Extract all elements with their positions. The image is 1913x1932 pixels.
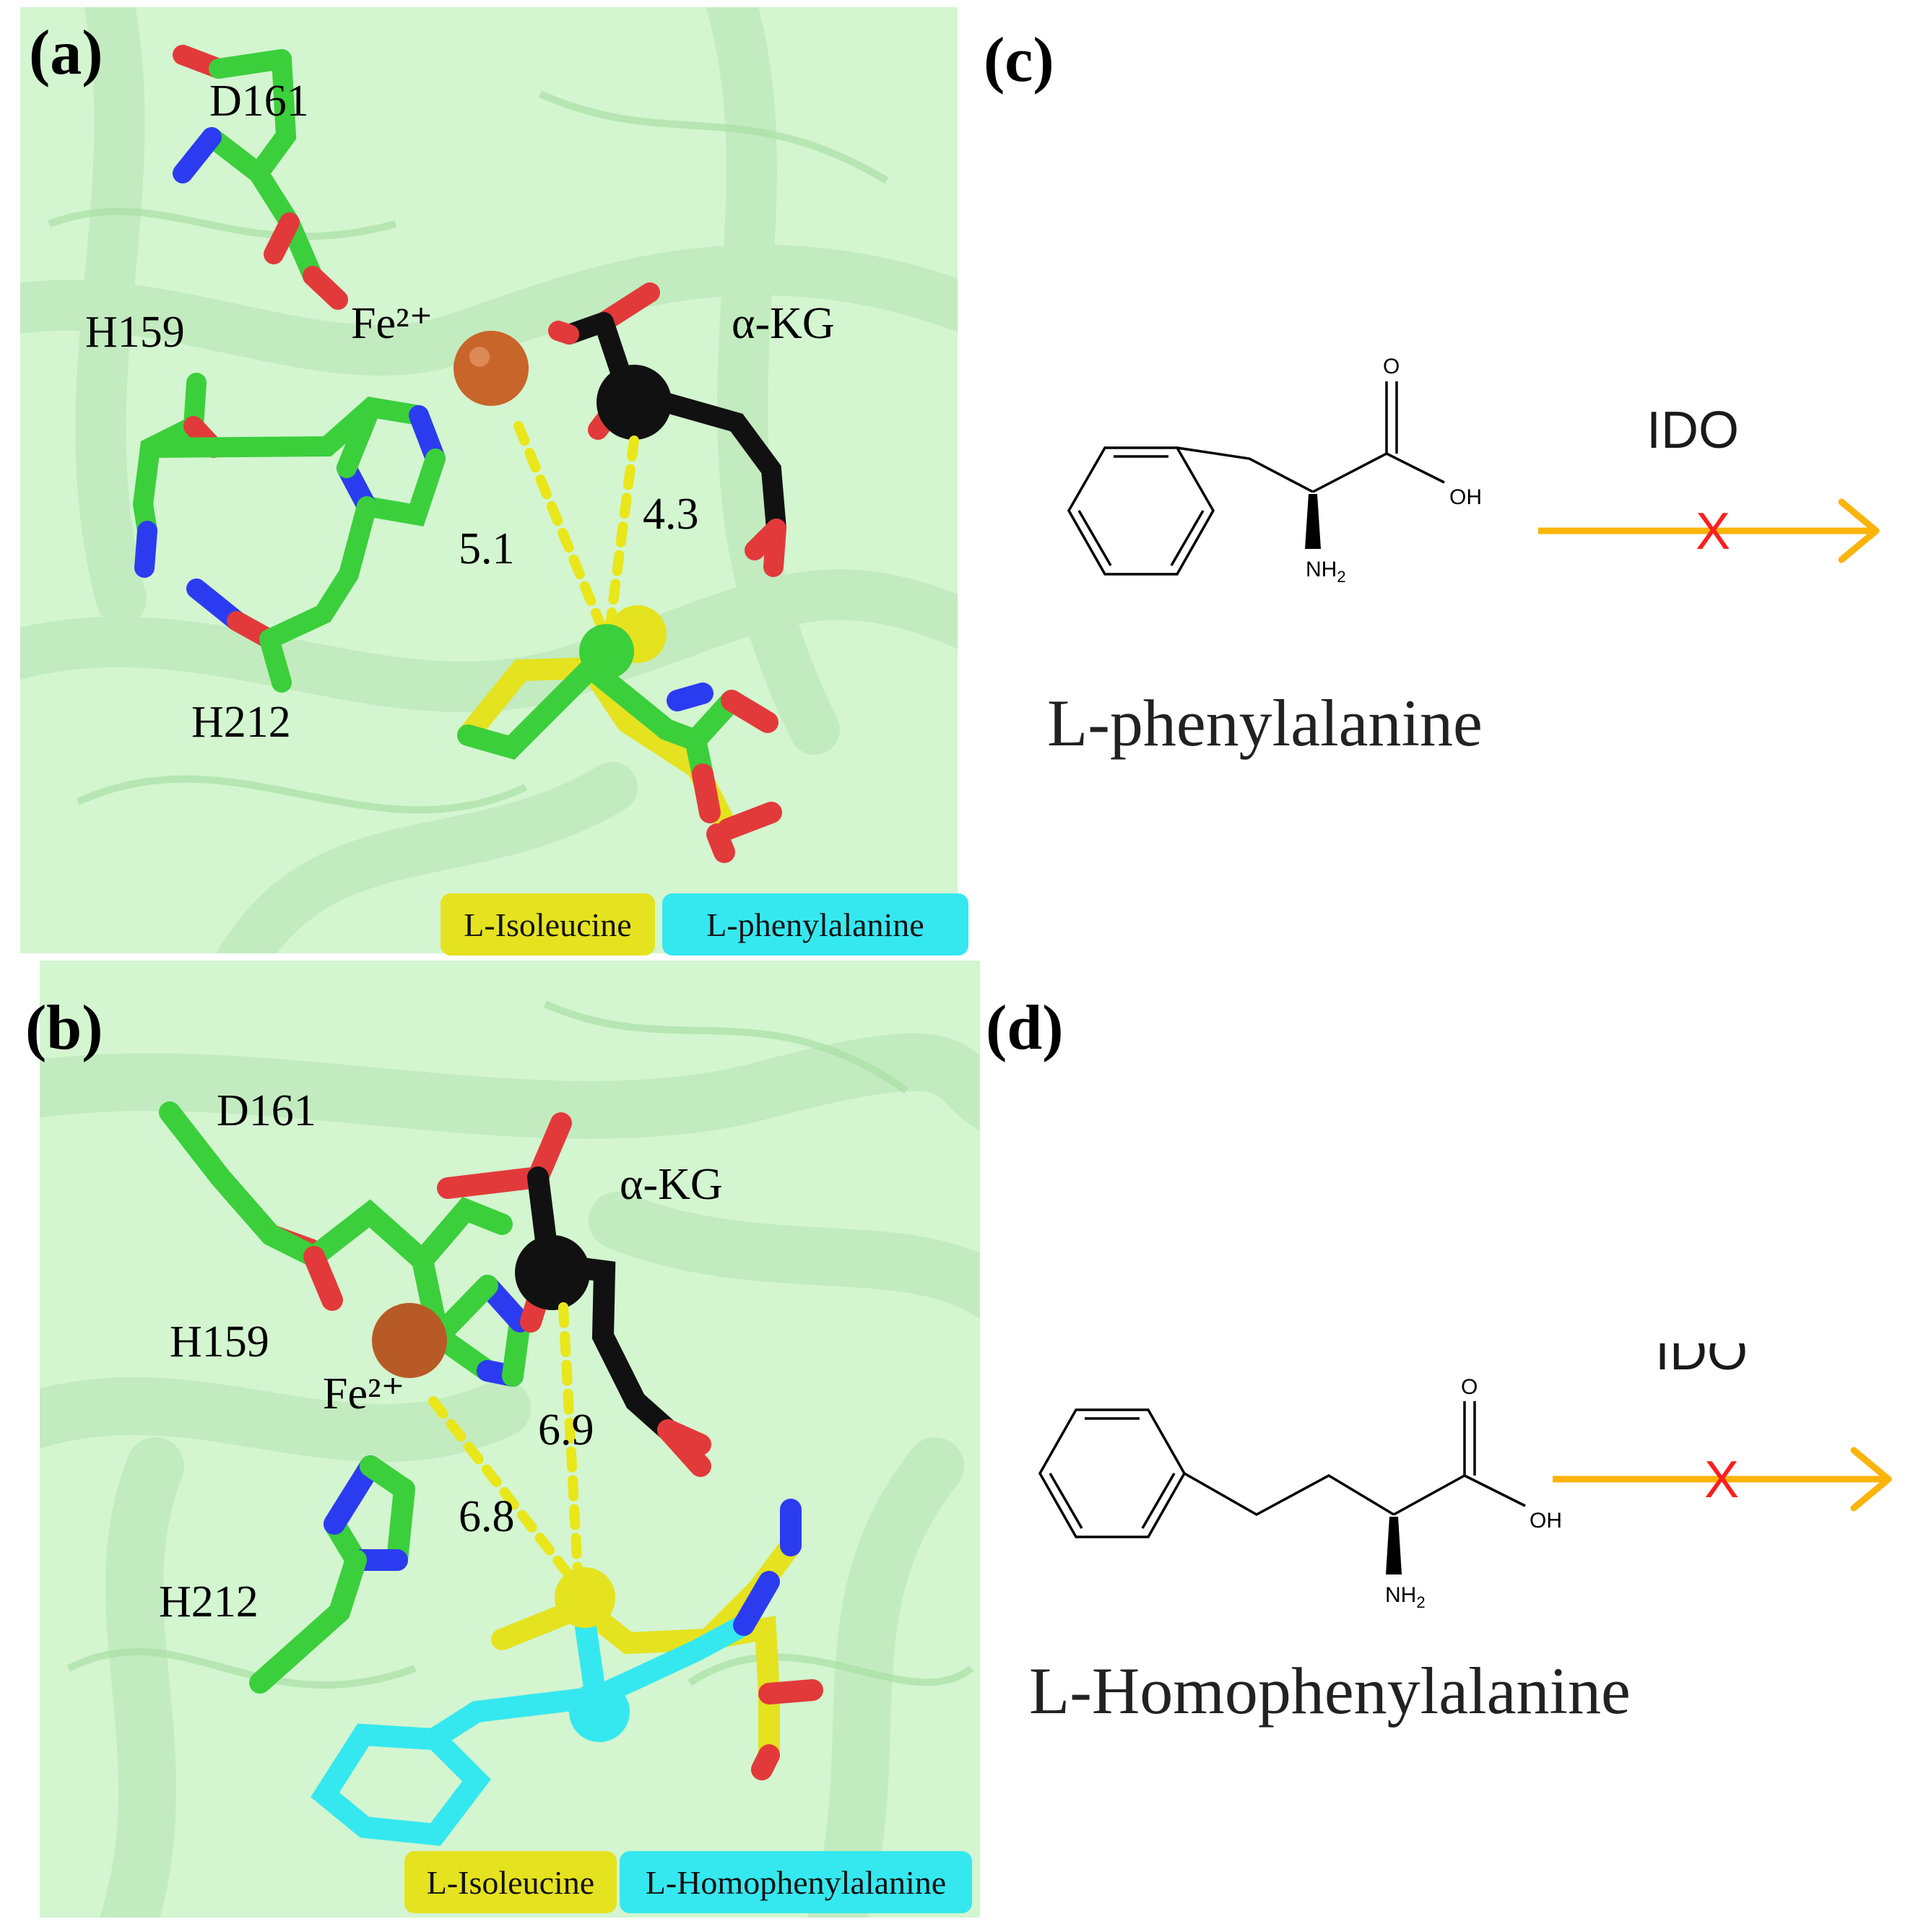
label-h212-b: H212 bbox=[159, 1577, 259, 1626]
panel-d-structure: O OH NH2 IDO X bbox=[1038, 1343, 1892, 1611]
fe-sphere bbox=[454, 331, 529, 406]
compound-name-d: L-Homophenylalanine bbox=[1029, 1654, 1631, 1728]
blocked-arrow-d bbox=[1553, 1447, 1892, 1512]
panel-b: D161 H159 H212 Fe²⁺ α-KG 6.9 6.8 bbox=[40, 961, 980, 1918]
atom-o-c: O bbox=[1383, 355, 1400, 378]
fe-sphere-b bbox=[372, 1303, 447, 1378]
label-h159-b: H159 bbox=[170, 1317, 269, 1366]
phenylalanine-sphere bbox=[579, 624, 634, 679]
distance-label-1-b: 6.9 bbox=[538, 1405, 594, 1455]
residue-d161-stick-b bbox=[159, 1101, 513, 1311]
blocked-arrow-c bbox=[1538, 498, 1880, 563]
panel-b-label: (b) bbox=[25, 993, 103, 1063]
panel-c-label: (c) bbox=[984, 25, 1054, 95]
distance-label-2-b: 6.8 bbox=[459, 1492, 515, 1541]
atom-nh2-d: NH2 bbox=[1385, 1583, 1426, 1611]
label-fe-b: Fe²⁺ bbox=[323, 1369, 404, 1418]
residue-h212-stick-b bbox=[249, 1455, 415, 1694]
alpha-kg-sphere-b bbox=[515, 1235, 590, 1310]
enzyme-label-d: IDO bbox=[1655, 1343, 1748, 1381]
cross-mark-c: X bbox=[1696, 503, 1730, 560]
legend-phenylalanine-a: L-phenylalanine bbox=[662, 893, 968, 956]
label-d161: D161 bbox=[209, 77, 309, 126]
distance-label-2: 4.3 bbox=[643, 490, 699, 539]
legend-homophenylalanine-b: L-Homophenylalanine bbox=[620, 1851, 972, 1913]
phenylalanine-skeleton bbox=[1067, 381, 1445, 576]
residue-h159-stick-b bbox=[412, 1249, 531, 1387]
distance-label-1: 5.1 bbox=[459, 524, 515, 573]
wedge-bond-d bbox=[1386, 1517, 1402, 1574]
atom-oh-c: OH bbox=[1449, 485, 1482, 509]
residue-h159-stick bbox=[132, 373, 446, 578]
panel-a: D161 H159 H212 Fe²⁺ α-KG 5.1 4.3 bbox=[20, 7, 958, 953]
panel-a-label: (a) bbox=[29, 18, 103, 88]
label-alpha-kg: α-KG bbox=[732, 299, 835, 348]
panel-d-label: (d) bbox=[986, 993, 1064, 1063]
distance-lines bbox=[513, 421, 639, 641]
homophenylalanine-skeleton bbox=[1038, 1401, 1526, 1538]
legend-isoleucine-a: L-Isoleucine bbox=[441, 893, 655, 956]
substrate-sticks bbox=[457, 657, 782, 863]
wedge-bond-c bbox=[1305, 494, 1321, 549]
isoleucine-sphere-b bbox=[555, 1567, 615, 1628]
label-fe: Fe²⁺ bbox=[351, 299, 433, 348]
label-h159: H159 bbox=[85, 308, 185, 357]
atom-nh2-c: NH2 bbox=[1306, 558, 1346, 586]
label-alpha-kg-b: α-KG bbox=[620, 1160, 723, 1209]
panel-b-structure: D161 H159 H212 Fe²⁺ α-KG 6.9 6.8 bbox=[40, 961, 980, 1918]
compound-name-c: L-phenylalanine bbox=[1047, 686, 1483, 760]
panel-c-structure: O OH NH2 IDO X bbox=[1067, 355, 1880, 586]
residue-h212-stick bbox=[186, 496, 377, 693]
cross-mark-d: X bbox=[1704, 1451, 1739, 1509]
legend-isoleucine-b: L-Isoleucine bbox=[404, 1851, 617, 1913]
homophenylalanine-sphere-b bbox=[569, 1681, 630, 1742]
residue-d161-stick bbox=[173, 45, 348, 310]
label-h212: H212 bbox=[191, 698, 291, 747]
atom-oh-d: OH bbox=[1530, 1509, 1562, 1533]
enzyme-label-c: IDO bbox=[1647, 402, 1739, 459]
atom-o-d: O bbox=[1461, 1375, 1478, 1399]
alpha-kg-sphere bbox=[597, 365, 672, 440]
panel-a-structure: D161 H159 H212 Fe²⁺ α-KG 5.1 4.3 bbox=[20, 7, 958, 953]
label-d161-b: D161 bbox=[217, 1086, 316, 1135]
